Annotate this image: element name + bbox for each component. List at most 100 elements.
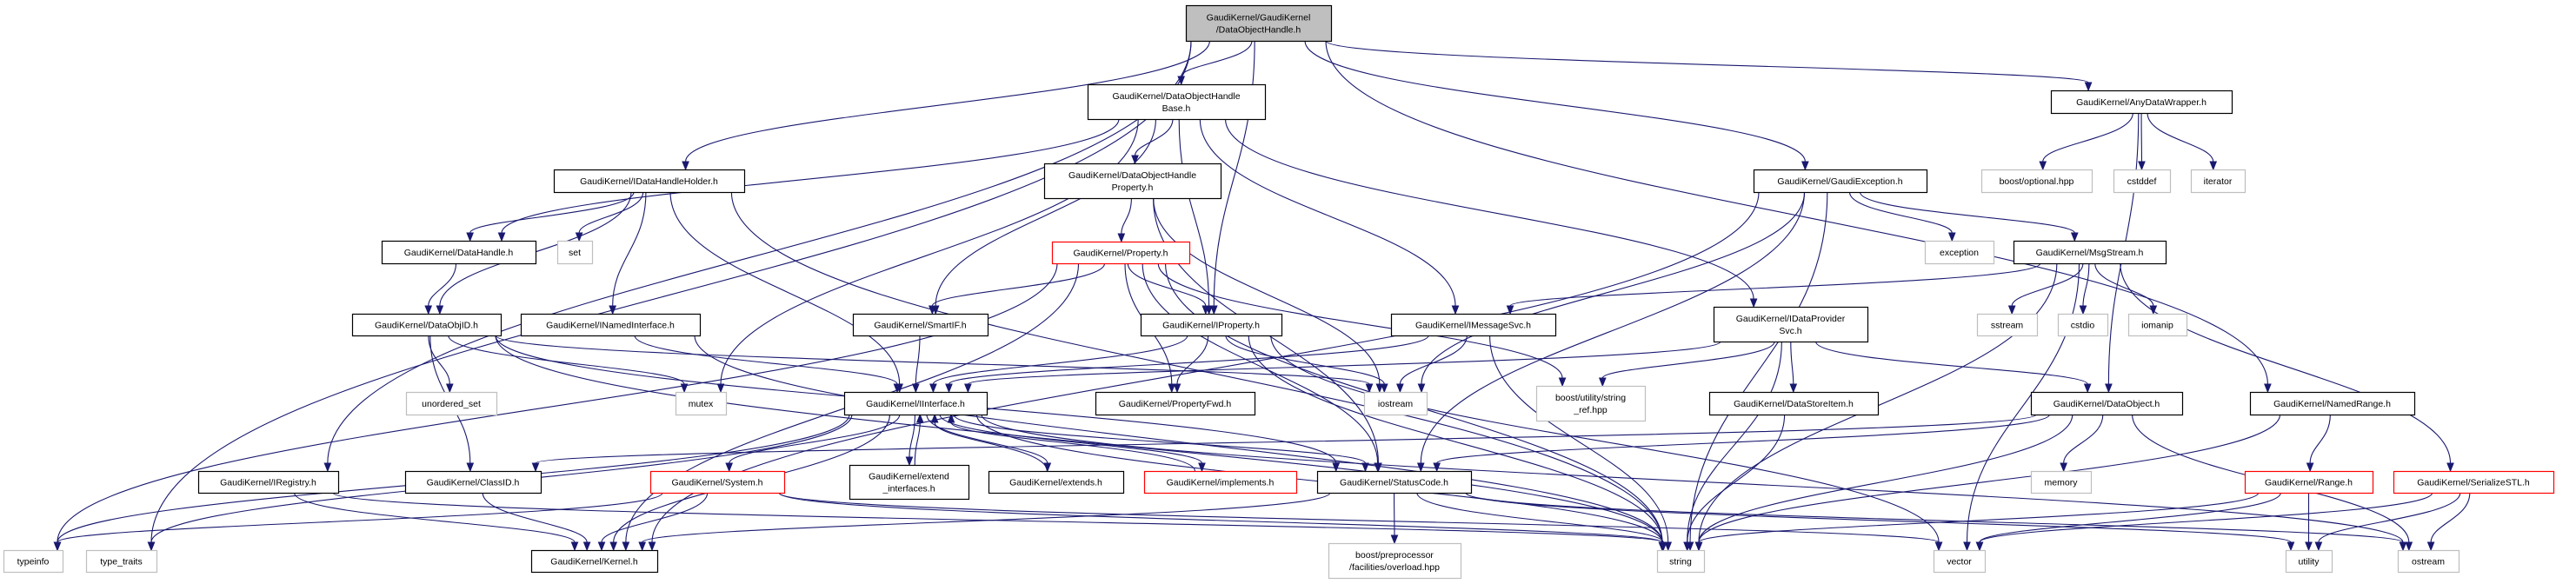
arrowhead-icon: [930, 413, 939, 423]
node-statuscode[interactable]: GaudiKernel/StatusCode.h: [1316, 470, 1473, 494]
node-box: [2113, 169, 2172, 194]
arrowhead-icon: [436, 305, 444, 315]
arrowhead-icon: [2079, 305, 2087, 315]
arrowhead-icon: [1598, 377, 1607, 388]
arrowhead-icon: [53, 541, 62, 552]
arrowhead-icon: [1451, 305, 1460, 315]
node-box: [2190, 169, 2247, 194]
node-label: unordered_set: [422, 399, 481, 409]
node-classid[interactable]: GaudiKernel/ClassID.h: [404, 470, 542, 494]
node-inamed[interactable]: GaudiKernel/INamedInterface.h: [520, 313, 702, 337]
node-iostream: iostream: [1363, 391, 1428, 416]
node-label: set: [569, 248, 581, 258]
node-dataobject[interactable]: GaudiKernel/DataObject.h: [2030, 391, 2184, 416]
arrowhead-icon: [1417, 383, 1426, 394]
node-extif[interactable]: GaudiKernel/extend_interfaces.h: [849, 464, 970, 501]
node-box: [988, 470, 1125, 494]
arrowhead-icon: [1789, 383, 1798, 394]
arrowhead-icon: [1043, 462, 1052, 473]
arrowhead-icon: [1558, 377, 1567, 388]
edge-implements-to-iinterface: [950, 421, 1195, 472]
node-label: iterator: [2204, 176, 2233, 187]
node-gexc[interactable]: GaudiKernel/GaudiException.h: [1753, 169, 1928, 194]
edge-dohprop-to-property: [1121, 197, 1132, 235]
node-dataobjid[interactable]: GaudiKernel/DataObjID.h: [351, 313, 503, 337]
node-label: iostream: [1378, 399, 1414, 409]
arrowhead-icon: [2083, 383, 2092, 394]
node-extends[interactable]: GaudiKernel/extends.h: [988, 470, 1125, 494]
node-box: [849, 464, 970, 501]
node-adw[interactable]: GaudiKernel/AnyDataWrapper.h: [2050, 90, 2233, 115]
node-label: GaudiKernel/System.h: [671, 478, 762, 488]
node-namedrange[interactable]: GaudiKernel/NamedRange.h: [2249, 391, 2416, 416]
node-label: _interfaces.h: [882, 484, 935, 494]
edge-statuscode-to-string: [1416, 492, 1664, 543]
arrowhead-icon: [2426, 541, 2435, 552]
node-dsi[interactable]: GaudiKernel/DataStoreItem.h: [1708, 391, 1880, 416]
edge-root-to-adw: [1325, 40, 2089, 83]
arrowhead-icon: [2070, 232, 2079, 242]
edge-iregistry-to-kernel: [293, 492, 576, 543]
node-iregistry[interactable]: GaudiKernel/IRegistry.h: [197, 470, 340, 494]
node-msgstream[interactable]: GaudiKernel/MsgStream.h: [2013, 240, 2167, 265]
arrowhead-icon: [2446, 462, 2454, 473]
node-box: [1143, 470, 1298, 494]
arrowhead-icon: [2060, 462, 2067, 473]
node-boostpp: boost/preprocessor/facilities/overload.h…: [1328, 542, 1462, 580]
arrowhead-icon: [2138, 161, 2146, 171]
arrowhead-icon: [680, 383, 689, 394]
node-range[interactable]: GaudiKernel/Range.h: [2244, 470, 2374, 494]
node-box: [2285, 549, 2333, 574]
node-implements[interactable]: GaudiKernel/implements.h: [1143, 470, 1298, 494]
node-label: GaudiKernel/DataObject.h: [2053, 399, 2160, 409]
arrowhead-icon: [609, 541, 618, 552]
node-iinterface[interactable]: GaudiKernel/IInterface.h: [843, 391, 988, 416]
arrowhead-icon: [725, 462, 734, 473]
node-box: [2397, 549, 2460, 574]
arrowhead-icon: [597, 541, 606, 552]
node-set: set: [556, 240, 594, 265]
node-property[interactable]: GaudiKernel/Property.h: [1051, 241, 1191, 265]
edge-adw-to-iterator: [2147, 112, 2214, 163]
edge-root-to-idhh: [685, 40, 1210, 163]
node-imsgsvc[interactable]: GaudiKernel/IMessageSvc.h: [1390, 313, 1557, 337]
arrowhead-icon: [915, 413, 924, 423]
node-label: GaudiKernel/DataObjectHandle: [1068, 170, 1196, 181]
node-system[interactable]: GaudiKernel/System.h: [649, 470, 786, 494]
node-box: [1316, 470, 1473, 494]
edge-iproperty-to-string: [1248, 335, 1663, 543]
edge-iproperty-to-iinterface: [932, 335, 1188, 385]
node-box: [1713, 306, 1869, 343]
node-iproperty[interactable]: GaudiKernel/IProperty.h: [1140, 313, 1283, 337]
node-idhh[interactable]: GaudiKernel/IDataHandleHolder.h: [553, 169, 746, 194]
arrowhead-icon: [445, 383, 454, 394]
node-kernel[interactable]: GaudiKernel/Kernel.h: [530, 549, 659, 574]
arrowhead-icon: [1201, 305, 1210, 315]
arrowhead-icon: [905, 456, 914, 467]
node-datahandle[interactable]: GaudiKernel/DataHandle.h: [381, 240, 537, 265]
node-serstl[interactable]: GaudiKernel/SerializeSTL.h: [2393, 470, 2555, 494]
node-label: GaudiKernel/Property.h: [1074, 249, 1168, 259]
node-box: [1708, 391, 1880, 416]
edge-iproperty-to-iostream: [1225, 335, 1385, 385]
edge-statuscode-to-ostream: [1465, 492, 2404, 543]
edge-msgstream-to-cstdio: [2082, 262, 2090, 307]
edge-root-to-gexc: [1304, 40, 1806, 163]
arrowhead-icon: [1934, 541, 1943, 552]
node-label: GaudiKernel/StatusCode.h: [1340, 478, 1448, 488]
node-propfwd[interactable]: GaudiKernel/PropertyFwd.h: [1095, 391, 1256, 416]
node-box: [1656, 549, 1706, 574]
arrowhead-icon: [1173, 383, 1181, 394]
edge-imsgsvc-to-iinterface: [948, 335, 1429, 385]
node-box: [675, 391, 728, 416]
node-label: GaudiKernel/DataObjectHandle: [1112, 91, 1240, 102]
node-smartif[interactable]: GaudiKernel/SmartIF.h: [852, 313, 989, 337]
node-root[interactable]: GaudiKernel/GaudiKernel/DataObjectHandle…: [1185, 4, 1333, 43]
node-label: exception: [1940, 248, 1979, 258]
arrowhead-icon: [1375, 383, 1384, 394]
edge-iproperty-to-propfwd: [1176, 335, 1209, 385]
edge-serstl-to-utility: [2318, 492, 2461, 543]
